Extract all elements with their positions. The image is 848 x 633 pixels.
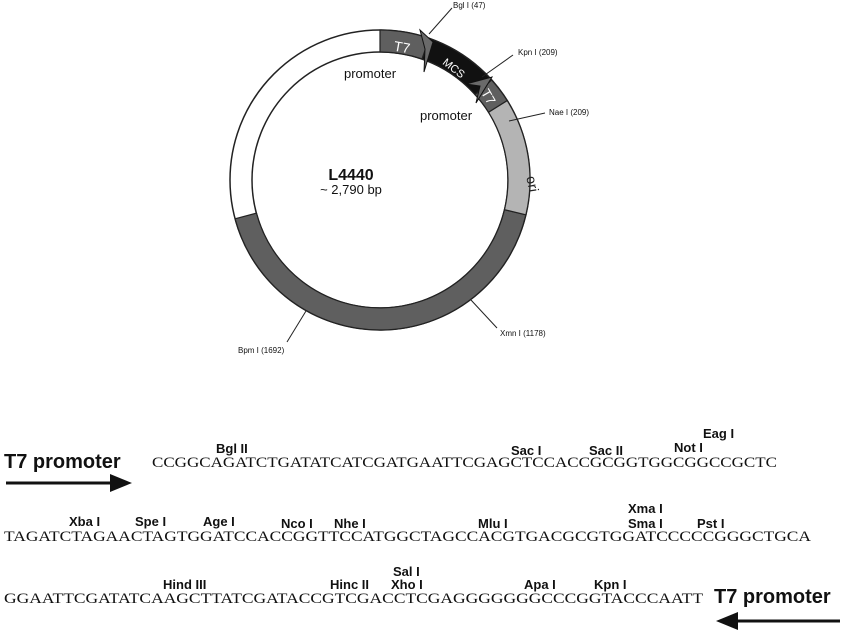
- enzyme-xma1: Xma I: [628, 501, 663, 516]
- enzyme-not1: Not I: [674, 440, 703, 455]
- sequence-line-1: CCGGCAGATCTGATATCATCGATGAATTCGAGCTCCACCG…: [152, 455, 777, 471]
- site-leader-line: [470, 299, 498, 329]
- t7-promoter-reverse-label: T7 promoter: [714, 586, 831, 608]
- plasmid-size: ~ 2,790 bp: [320, 182, 382, 197]
- reverse-arrow: [716, 612, 840, 630]
- t7-right-arrowhead: [465, 76, 494, 104]
- amp-label: Ampr: [361, 370, 398, 390]
- enzyme-eag1: Eag I: [703, 426, 734, 441]
- sequence-line-3: GGAATTCGATATCAAGCTTATCGATACCGTCGACCTCGAG…: [4, 591, 703, 607]
- t7-promoter-forward-label: T7 promoter: [4, 451, 121, 473]
- enzyme-sal1: Sal I: [393, 564, 420, 579]
- site-leader-line: [508, 112, 546, 122]
- site-xmn1: Xmn I (1178): [470, 299, 546, 338]
- enzyme-hinc2: Hinc II: [330, 577, 369, 592]
- enzyme-xho1: Xho I: [391, 577, 423, 592]
- site-nae1: Nae I (209): [508, 108, 589, 122]
- site-label: Xmn I (1178): [500, 329, 546, 338]
- site-label: Kpn I (209): [518, 48, 558, 57]
- sequence-line-2: TAGATCTAGAACTAGTGGATCCACCGGTTCCATGGCTAGC…: [4, 529, 811, 545]
- site-leader-line: [286, 310, 307, 343]
- t7-left-promoter-label: promoter: [344, 66, 397, 81]
- site-bgl1: Bgl I (47): [428, 1, 486, 35]
- site-label: Bpm I (1692): [238, 346, 285, 355]
- enzyme-nco1: Nco I: [281, 516, 313, 531]
- arrow-head: [716, 612, 738, 630]
- enzyme-sac1: Sac I: [511, 443, 541, 458]
- enzyme-pst1: Pst I: [697, 516, 724, 531]
- enzyme-sac2: Sac II: [589, 443, 623, 458]
- enzyme-xba1: Xba I: [69, 514, 100, 529]
- enzyme-hind3: Hind III: [163, 577, 206, 592]
- ori-segment: [487, 99, 531, 216]
- site-kpn1: Kpn I (209): [481, 48, 558, 78]
- forward-arrow: [6, 474, 132, 492]
- enzyme-apa1: Apa I: [524, 577, 556, 592]
- site-label: Nae I (209): [549, 108, 589, 117]
- enzyme-sma1: Sma I: [628, 516, 663, 531]
- enzyme-bgl2: Bgl II: [216, 441, 248, 456]
- site-bpm1: Bpm I (1692): [238, 310, 307, 355]
- t7-right-box-label: T7: [478, 86, 499, 107]
- arrow-head: [110, 474, 132, 492]
- t7-right-promoter-label: promoter: [420, 108, 473, 123]
- ring-inner-edge: [251, 51, 509, 309]
- enzyme-spe1: Spe I: [135, 514, 166, 529]
- plasmid-name: L4440: [328, 167, 373, 184]
- site-leader-line: [428, 7, 453, 35]
- enzyme-mlu1: Mlu I: [478, 516, 508, 531]
- enzyme-nhe1: Nhe I: [334, 516, 366, 531]
- site-leader-line: [481, 54, 514, 78]
- enzyme-kpn1: Kpn I: [594, 577, 627, 592]
- plasmid-ring: [229, 28, 531, 331]
- t7-left-arrowhead: [419, 28, 434, 73]
- t7-left-box-label: T7: [393, 38, 412, 57]
- site-label: Bgl I (47): [453, 1, 486, 10]
- t7-left-segment: [379, 29, 430, 60]
- enzyme-age1: Age I: [203, 514, 235, 529]
- ori-label: ori: [523, 174, 542, 193]
- amp-segment: [234, 208, 527, 331]
